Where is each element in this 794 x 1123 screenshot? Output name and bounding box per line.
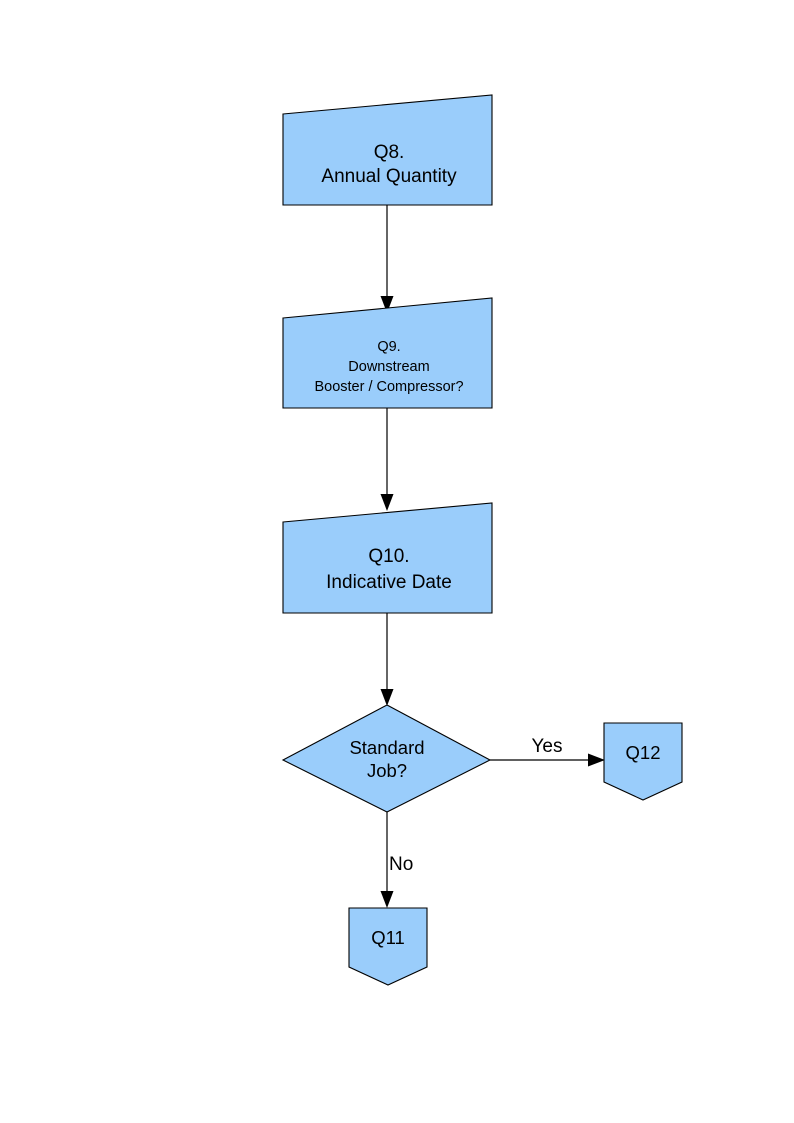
node-decision-line1: Standard	[349, 737, 424, 758]
edge-q10-to-decision	[380, 613, 394, 706]
node-q10-line1: Q10.	[368, 546, 409, 567]
node-q12-label: Q12	[626, 742, 661, 763]
node-q8-line2: Annual Quantity	[321, 166, 457, 187]
edge-q9-q10-arrowhead	[380, 494, 394, 511]
edge-q8-to-q9	[380, 205, 394, 313]
node-q9-line1: Q9.	[377, 339, 400, 355]
node-q11-shape[interactable]	[348, 907, 428, 986]
edge-q10-decision-arrowhead	[380, 689, 394, 706]
node-q9-line3: Booster / Compressor?	[314, 379, 463, 395]
edge-decision-to-q11: No	[380, 812, 413, 908]
edge-decision-q12-arrowhead	[588, 753, 605, 767]
node-q12[interactable]: Q12	[603, 722, 683, 801]
node-q8-shape[interactable]	[282, 94, 493, 206]
node-q9-shape[interactable]	[282, 297, 493, 409]
node-q10[interactable]: Q10. Indicative Date	[282, 502, 493, 614]
node-decision-standard-job[interactable]: Standard Job?	[281, 704, 492, 813]
edge-decision-q11-arrowhead	[380, 891, 394, 908]
node-q9-line2: Downstream	[348, 359, 429, 375]
node-q9[interactable]: Q9. Downstream Booster / Compressor?	[282, 297, 493, 409]
edge-q9-to-q10	[380, 408, 394, 511]
node-decision-line2: Job?	[367, 760, 407, 781]
node-q12-shape[interactable]	[603, 722, 683, 801]
edge-label-yes: Yes	[532, 736, 563, 757]
node-q11-label: Q11	[371, 927, 405, 948]
node-q10-line2: Indicative Date	[326, 572, 452, 593]
node-decision-shape[interactable]	[281, 704, 492, 813]
node-q8-line1: Q8.	[374, 142, 405, 163]
node-q10-shape[interactable]	[282, 502, 493, 614]
edge-label-no: No	[389, 854, 413, 875]
node-q11[interactable]: Q11	[348, 907, 428, 986]
edge-decision-to-q12: Yes	[490, 736, 605, 767]
node-q8[interactable]: Q8. Annual Quantity	[282, 94, 493, 206]
edge-q8-q9-arrowhead	[380, 296, 394, 313]
